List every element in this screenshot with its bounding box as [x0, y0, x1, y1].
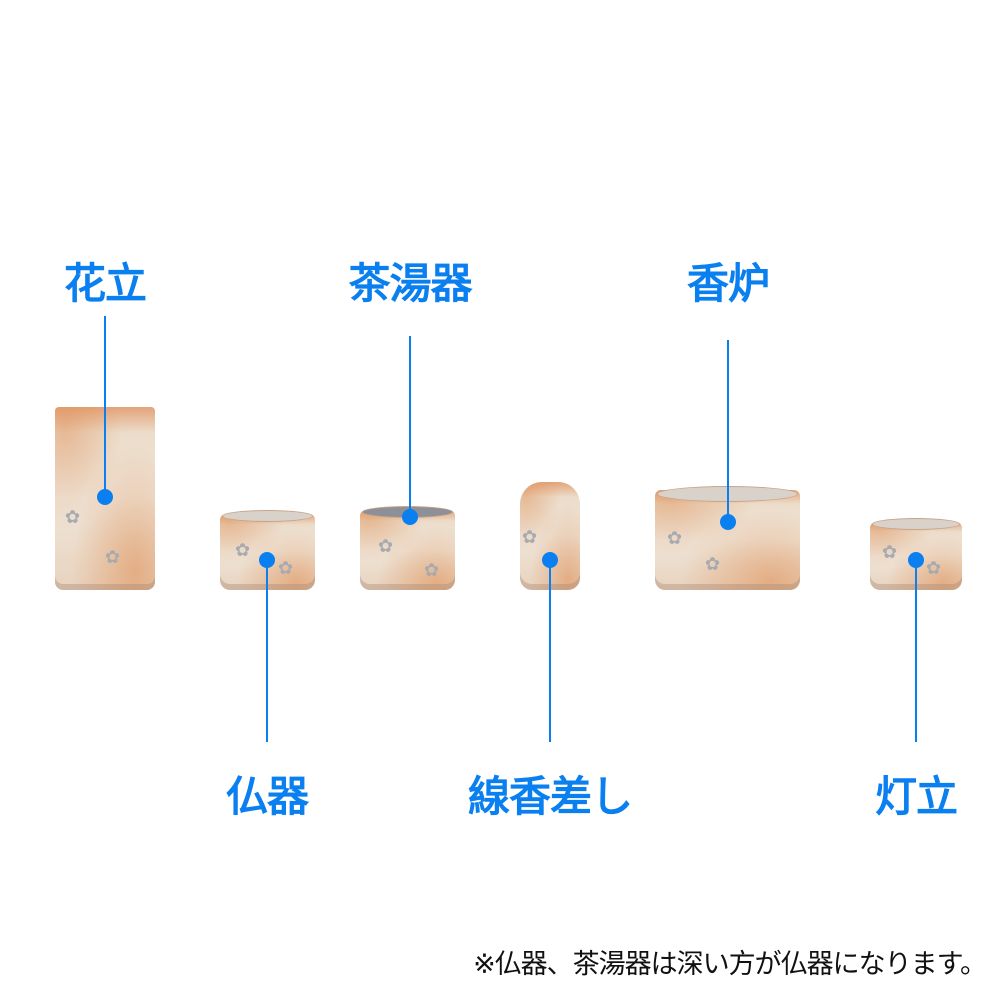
label-butsuki: 仏器 — [225, 772, 309, 821]
flower-decoration: ✿ — [667, 528, 683, 549]
leader-dot — [97, 489, 113, 505]
leader-dot — [542, 552, 558, 568]
flower-decoration: ✿ — [235, 540, 251, 561]
leader-dot — [402, 509, 418, 525]
label-senkousashi: 線香差し — [467, 772, 633, 821]
leader-line — [915, 560, 917, 742]
flower-decoration: ✿ — [105, 547, 121, 568]
label-hanatate: 花立 — [63, 259, 147, 308]
leader-dot — [908, 552, 924, 568]
leader-line — [409, 336, 411, 517]
flower-decoration: ✿ — [705, 554, 721, 575]
leader-line — [549, 560, 551, 742]
flower-decoration: ✿ — [378, 536, 394, 557]
label-toutate: 灯立 — [874, 772, 958, 821]
leader-line — [104, 316, 106, 497]
leader-line — [266, 560, 268, 742]
leader-line — [727, 340, 729, 522]
flower-decoration: ✿ — [522, 527, 538, 548]
footnote: ※仏器、茶湯器は深い方が仏器になります。 — [473, 949, 987, 980]
label-kouro: 香炉 — [686, 259, 770, 308]
flower-decoration: ✿ — [424, 560, 440, 581]
butsuki-cup: ✿✿ — [220, 510, 315, 590]
flower-decoration: ✿ — [926, 558, 942, 579]
leader-dot — [720, 514, 736, 530]
flower-decoration: ✿ — [278, 558, 294, 579]
leader-dot — [259, 552, 275, 568]
flower-decoration: ✿ — [65, 507, 81, 528]
flower-decoration: ✿ — [882, 542, 898, 563]
label-chatouki: 茶湯器 — [348, 259, 472, 308]
